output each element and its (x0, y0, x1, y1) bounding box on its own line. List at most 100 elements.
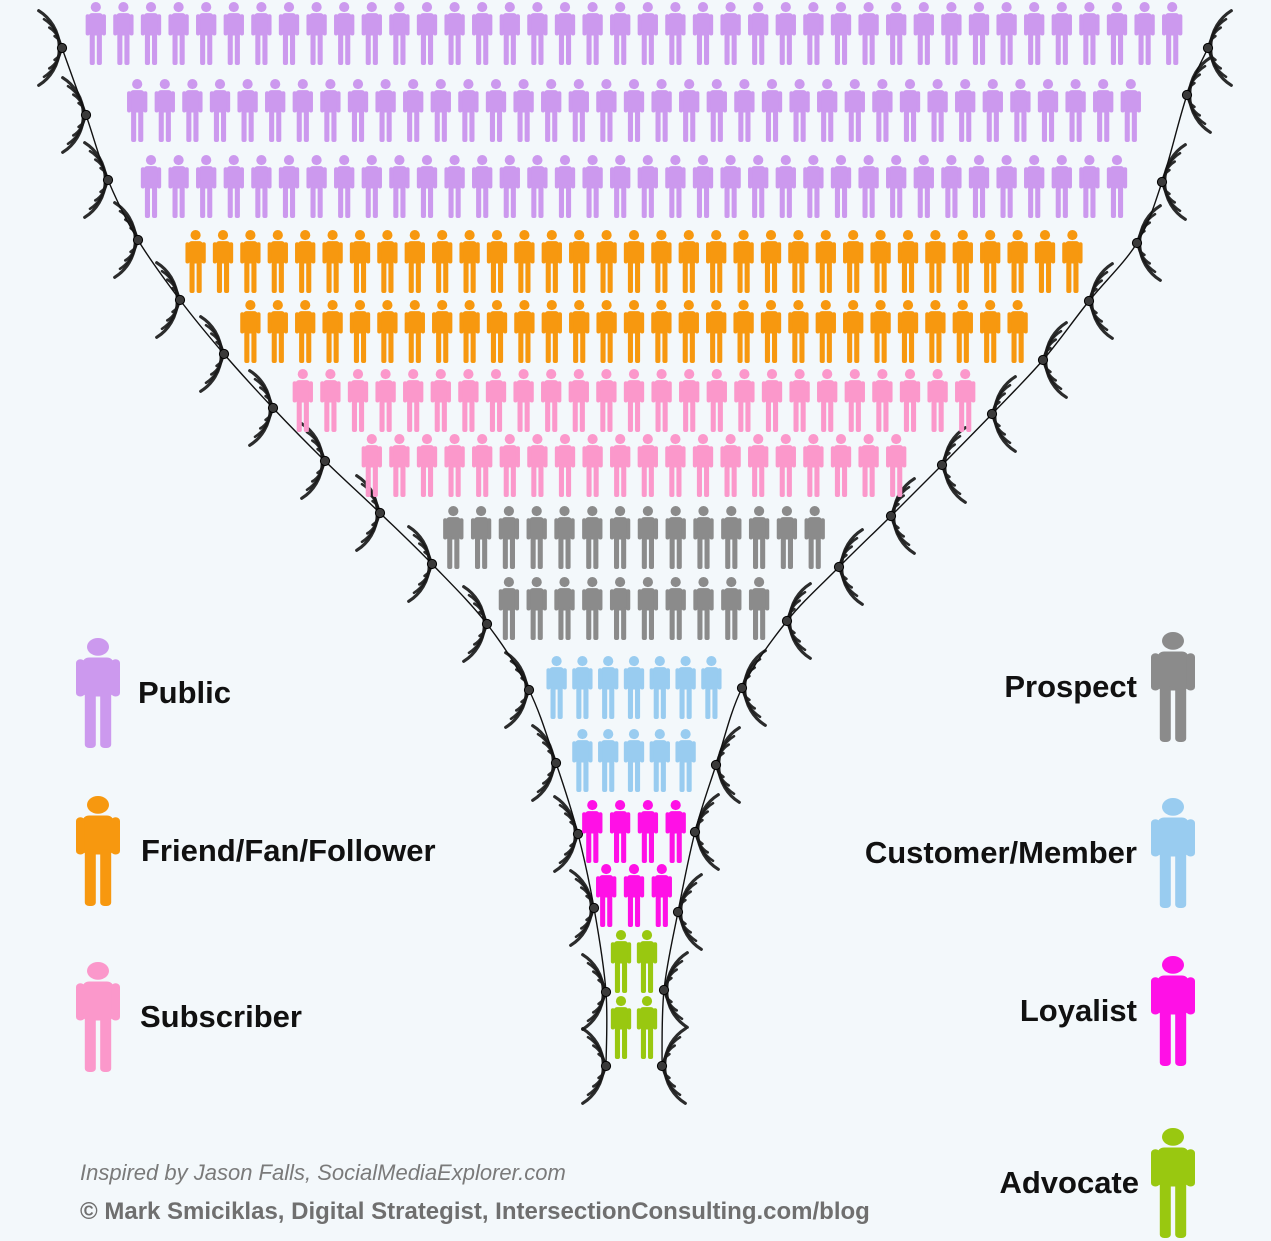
person-icon (334, 2, 355, 65)
person-icon (693, 577, 714, 640)
person-icon (788, 230, 809, 293)
person-icon (637, 577, 659, 640)
funnel-node (1131, 237, 1143, 249)
person-icon (788, 300, 809, 363)
person-icon (803, 2, 824, 65)
person-icon (858, 434, 879, 497)
person-icon (817, 79, 838, 142)
person-icon (237, 79, 258, 142)
person-icon (610, 996, 632, 1059)
person-icon (527, 434, 548, 497)
person-icon (443, 506, 464, 569)
person-icon (212, 230, 234, 293)
person-icon (692, 2, 714, 65)
person-icon (1024, 2, 1045, 65)
legend-public: Public (76, 638, 231, 748)
person-icon (651, 79, 672, 142)
person-icon (925, 230, 946, 293)
legend-friend: Friend/Fan/Follower (76, 796, 436, 906)
person-icon (546, 656, 567, 719)
person-icon (596, 369, 617, 432)
funnel-node (672, 906, 684, 918)
person-icon (1079, 155, 1100, 218)
person-icon (444, 2, 465, 65)
person-icon (623, 729, 645, 792)
person-icon (541, 230, 562, 293)
person-icon (513, 79, 534, 142)
person-icon (1007, 300, 1028, 363)
person-icon (240, 230, 261, 293)
person-icon (265, 79, 286, 142)
person-icon (980, 230, 1001, 293)
person-icon (870, 230, 891, 293)
funnel-node (833, 561, 845, 573)
person-icon (472, 2, 493, 65)
person-icon (182, 79, 203, 142)
person-icon (541, 369, 562, 432)
person-icon (913, 155, 934, 218)
public-person-icon (76, 638, 120, 748)
person-icon (554, 2, 576, 65)
person-icon (651, 864, 672, 927)
person-icon (375, 79, 396, 142)
person-icon (789, 369, 810, 432)
person-icon (748, 434, 769, 497)
person-icon (623, 656, 645, 719)
subscriber-person-icon (76, 962, 120, 1072)
person-icon (596, 864, 617, 927)
person-icon (416, 434, 438, 497)
person-icon (596, 300, 617, 363)
person-icon (952, 300, 973, 363)
person-icon (403, 369, 424, 432)
person-icon (637, 434, 658, 497)
person-icon (527, 2, 548, 65)
person-icon (609, 800, 631, 863)
funnel-node (56, 42, 68, 54)
person-icon (858, 2, 879, 65)
person-icon (1024, 155, 1045, 218)
person-icon (168, 155, 189, 218)
funnel-node (736, 682, 748, 694)
person-icon (748, 506, 770, 569)
person-icon (720, 434, 741, 497)
funnel-node (689, 826, 701, 838)
person-icon (1037, 79, 1059, 142)
person-icon (679, 369, 700, 432)
person-icon (651, 369, 672, 432)
person-icon (541, 300, 562, 363)
person-icon (692, 434, 714, 497)
person-icon (609, 577, 631, 640)
person-icon (844, 79, 865, 142)
person-icon (430, 369, 451, 432)
funnel-node (550, 757, 562, 769)
person-icon (389, 155, 410, 218)
person-icon (209, 79, 231, 142)
funnel-node (600, 1060, 612, 1072)
person-icon (734, 369, 755, 432)
funnel-node (1181, 89, 1193, 101)
funnel-node (572, 828, 584, 840)
inspired-by-credit: Inspired by Jason Falls, SocialMediaExpl… (80, 1160, 566, 1185)
person-icon (693, 506, 714, 569)
funnel-node (588, 902, 600, 914)
person-icon (267, 230, 288, 293)
person-icon (830, 155, 852, 218)
person-icon (403, 79, 424, 142)
person-icon (444, 155, 465, 218)
person-icon (761, 369, 783, 432)
person-icon (980, 300, 1001, 363)
person-icon (815, 300, 836, 363)
person-icon (240, 300, 261, 363)
legend-subscriber: Subscriber (76, 962, 302, 1072)
person-icon (1134, 2, 1155, 65)
person-icon (389, 434, 410, 497)
person-icon (651, 300, 672, 363)
funnel-node (267, 402, 279, 414)
person-icon (598, 656, 619, 719)
person-icon (721, 506, 742, 569)
person-icon (789, 79, 810, 142)
person-icon (470, 506, 492, 569)
person-icon (1062, 230, 1083, 293)
person-icon (872, 369, 893, 432)
funnel-node (132, 234, 144, 246)
